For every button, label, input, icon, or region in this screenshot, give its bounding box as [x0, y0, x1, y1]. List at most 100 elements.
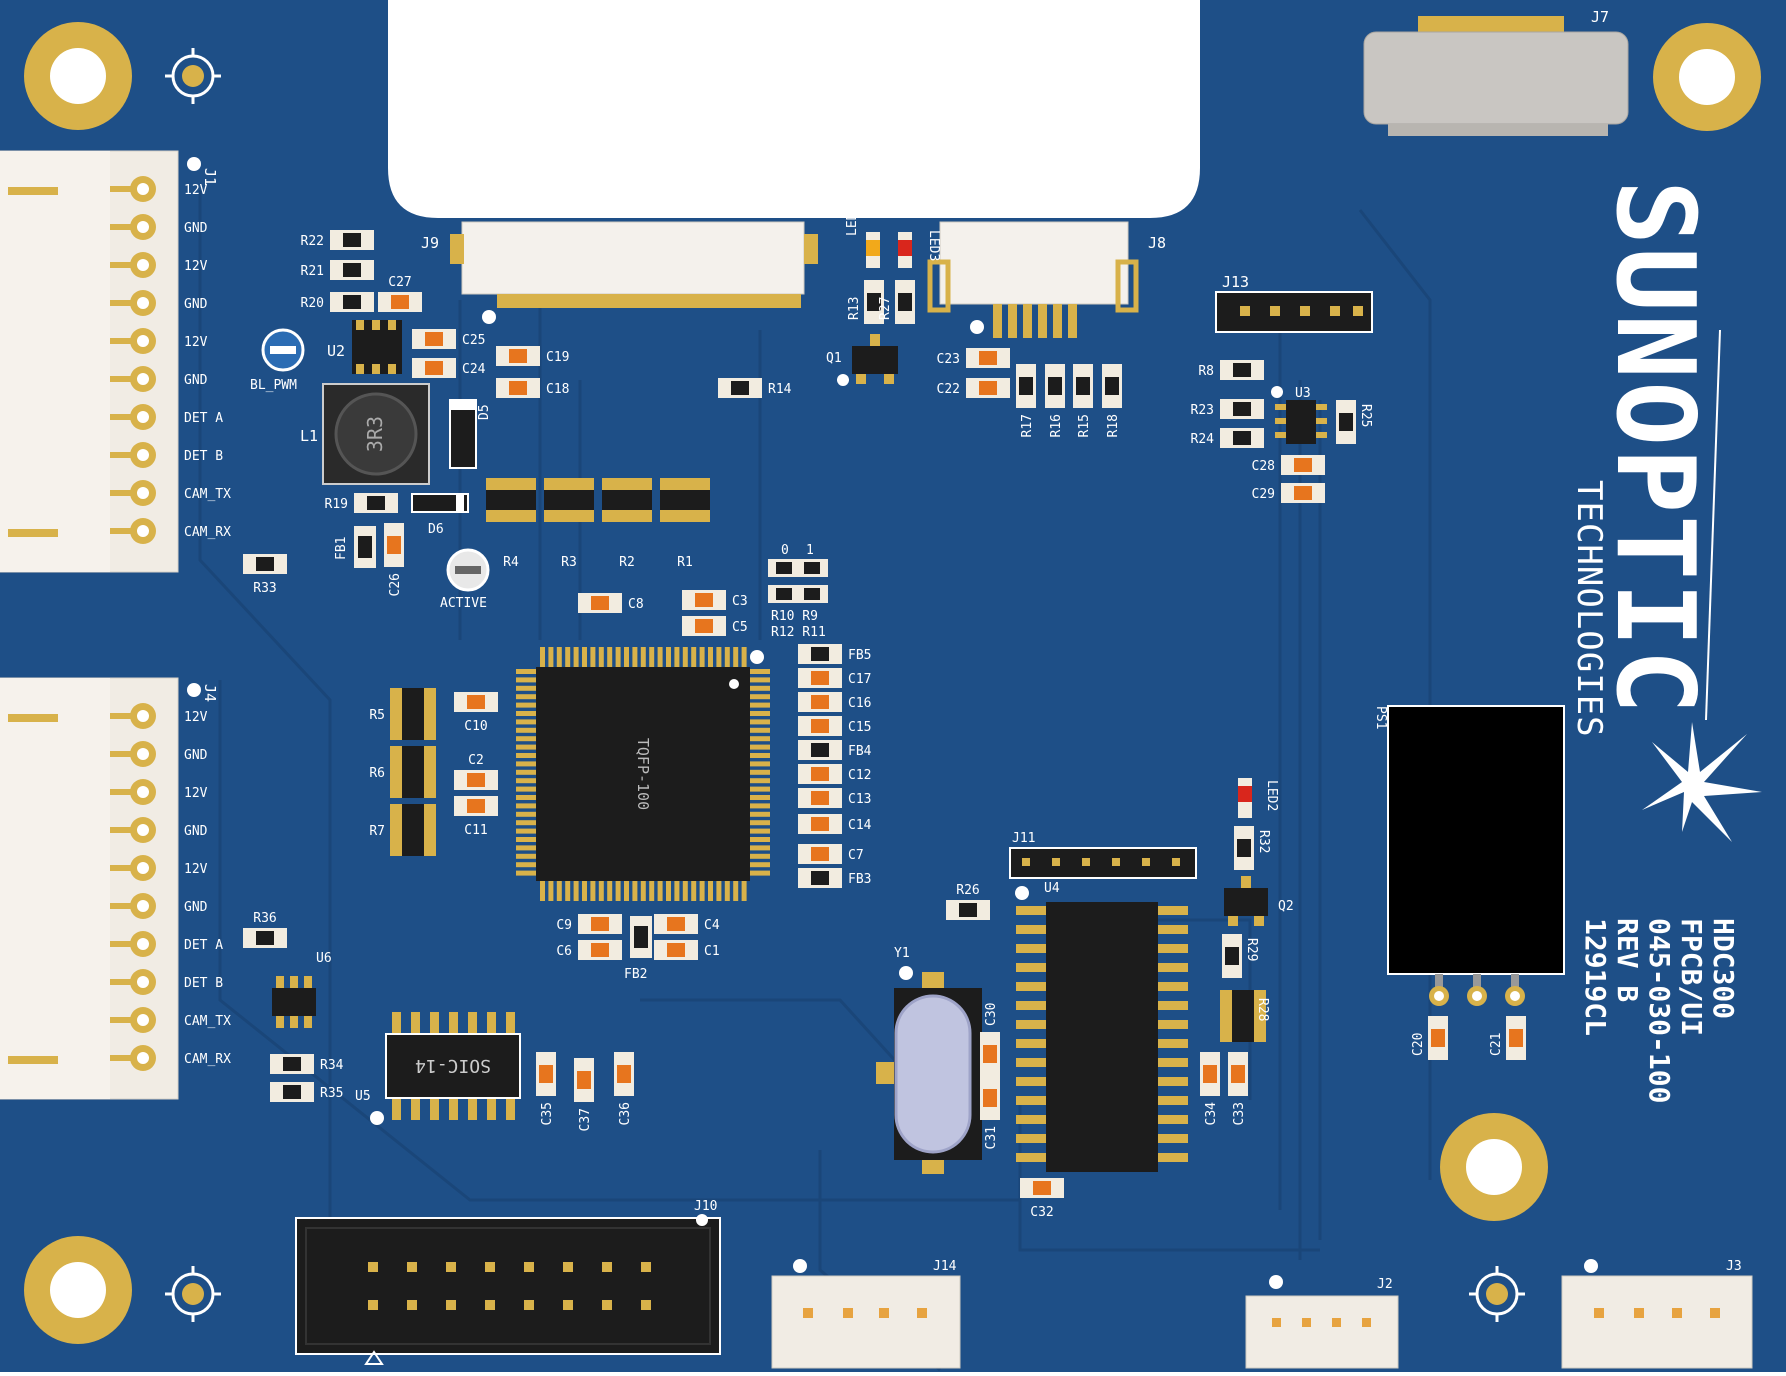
mcu-pins: [516, 647, 770, 901]
part-label: C20: [1411, 1033, 1426, 1056]
part-label: R23: [1191, 403, 1214, 418]
label-j8: J8: [1148, 234, 1166, 252]
part-label: R35: [320, 1086, 343, 1101]
svg-text:U2: U2: [327, 342, 345, 360]
label-j1: J1: [201, 168, 219, 186]
part-label: R16: [1049, 414, 1064, 437]
part-label: R32: [1256, 830, 1271, 853]
part-label: R33: [253, 581, 276, 596]
header-j11: J11: [1009, 831, 1197, 879]
svg-text:D6: D6: [428, 522, 444, 537]
part-label: R7: [369, 824, 385, 839]
part-label: R5: [369, 708, 385, 723]
part-label: R6: [369, 766, 385, 781]
svg-text:BL_PWM: BL_PWM: [250, 378, 297, 393]
part-label: C8: [628, 597, 644, 612]
connector-pin-label: 12V: [184, 710, 208, 725]
header-j10: J10: [295, 1199, 721, 1365]
ferrite-fb1: FB1: [334, 526, 376, 568]
part-label: R36: [253, 911, 276, 926]
resistor-array-r28: [1220, 990, 1266, 1042]
part-label: R28: [1255, 998, 1270, 1021]
crystal-y1: Y1: [876, 946, 982, 1174]
connector-pin-label: 12V: [184, 183, 208, 198]
part-label: R21: [301, 264, 324, 279]
board-info-line: 12919CL: [1579, 918, 1612, 1036]
svg-text:FB2: FB2: [624, 967, 647, 982]
header-j13: J13: [1215, 273, 1373, 333]
part-label: C10: [464, 719, 487, 734]
part-label: R26: [956, 883, 979, 898]
part-label: C28: [1252, 459, 1275, 474]
part-label: R18: [1106, 414, 1121, 437]
part-label: R29: [1244, 938, 1259, 961]
connector-pin-label: DET A: [184, 411, 223, 426]
brand-name: SUNOPTIC: [1592, 180, 1717, 716]
part-label: R34: [320, 1058, 344, 1073]
svg-text:LED2: LED2: [1264, 780, 1279, 811]
part-label: C37: [578, 1108, 593, 1131]
part-label: R1: [677, 555, 693, 570]
connector-j14: J14: [771, 1259, 961, 1369]
connector-j7: J7: [1363, 8, 1629, 136]
connector-pin-label: GND: [184, 824, 208, 839]
part-label: C15: [848, 720, 871, 735]
part-label: C19: [546, 350, 569, 365]
inductor-l1: 3R3 L1: [300, 383, 430, 485]
connector-pin-label: GND: [184, 900, 208, 915]
svg-text:J2: J2: [1377, 1277, 1393, 1292]
part-label: C9: [556, 918, 572, 933]
part-label: R22: [301, 234, 324, 249]
part-label: C25: [462, 333, 485, 348]
svg-text:J10: J10: [694, 1199, 717, 1214]
svg-text:Y1: Y1: [894, 946, 910, 961]
part-label: C35: [540, 1102, 555, 1125]
part-label: C34: [1204, 1102, 1219, 1126]
board-info-line: FPCB/UI: [1675, 918, 1708, 1036]
connector-pin-label: CAM_RX: [184, 1052, 231, 1067]
led1: LED1: [845, 205, 880, 268]
part-label: C24: [462, 362, 486, 377]
svg-text:D5: D5: [477, 404, 492, 420]
connector-pin-label: GND: [184, 373, 208, 388]
svg-text:PS1: PS1: [1373, 706, 1388, 729]
resistor-arrays-top: [486, 478, 710, 522]
sunoptic-logo: SUNOPTIC TECHNOLOGIES: [1569, 180, 1762, 842]
connector-j2: J2: [1245, 1275, 1399, 1369]
svg-text:U4: U4: [1044, 881, 1060, 896]
svg-text:Q1: Q1: [826, 351, 842, 366]
part-label: R13: [847, 297, 862, 320]
svg-text:J3: J3: [1726, 1259, 1742, 1274]
mounting-holes: [24, 22, 1761, 1344]
part-label: R2: [619, 555, 635, 570]
part-label: C17: [848, 672, 871, 687]
part-label: C16: [848, 696, 871, 711]
part-label: C13: [848, 792, 871, 807]
connector-pin-label: DET B: [184, 449, 223, 464]
svg-text:TQFP-100: TQFP-100: [634, 738, 652, 810]
connector-pin-label: CAM_RX: [184, 525, 231, 540]
part-label: C14: [848, 818, 872, 833]
active-testpoint: ACTIVE: [440, 548, 490, 611]
diode-d6: D6: [411, 493, 469, 537]
star-burst-icon: [1642, 722, 1762, 842]
resistor-arrays-left: [390, 688, 436, 856]
mcu-tqfp100: TQFP-100: [516, 647, 770, 901]
chip-u4: U4: [1015, 881, 1188, 1172]
connector-pin-label: GND: [184, 297, 208, 312]
part-label: C6: [556, 944, 572, 959]
connector-j8: J8: [927, 221, 1166, 338]
svg-text:LED3: LED3: [926, 230, 941, 261]
part-label: C1: [704, 944, 720, 959]
label-j13: J13: [1222, 273, 1249, 291]
part-label: C2: [468, 753, 484, 768]
svg-text:U3: U3: [1295, 386, 1311, 401]
svg-text:U5: U5: [355, 1089, 371, 1104]
svg-text:J14: J14: [933, 1259, 957, 1274]
part-label: FB3: [848, 872, 871, 887]
